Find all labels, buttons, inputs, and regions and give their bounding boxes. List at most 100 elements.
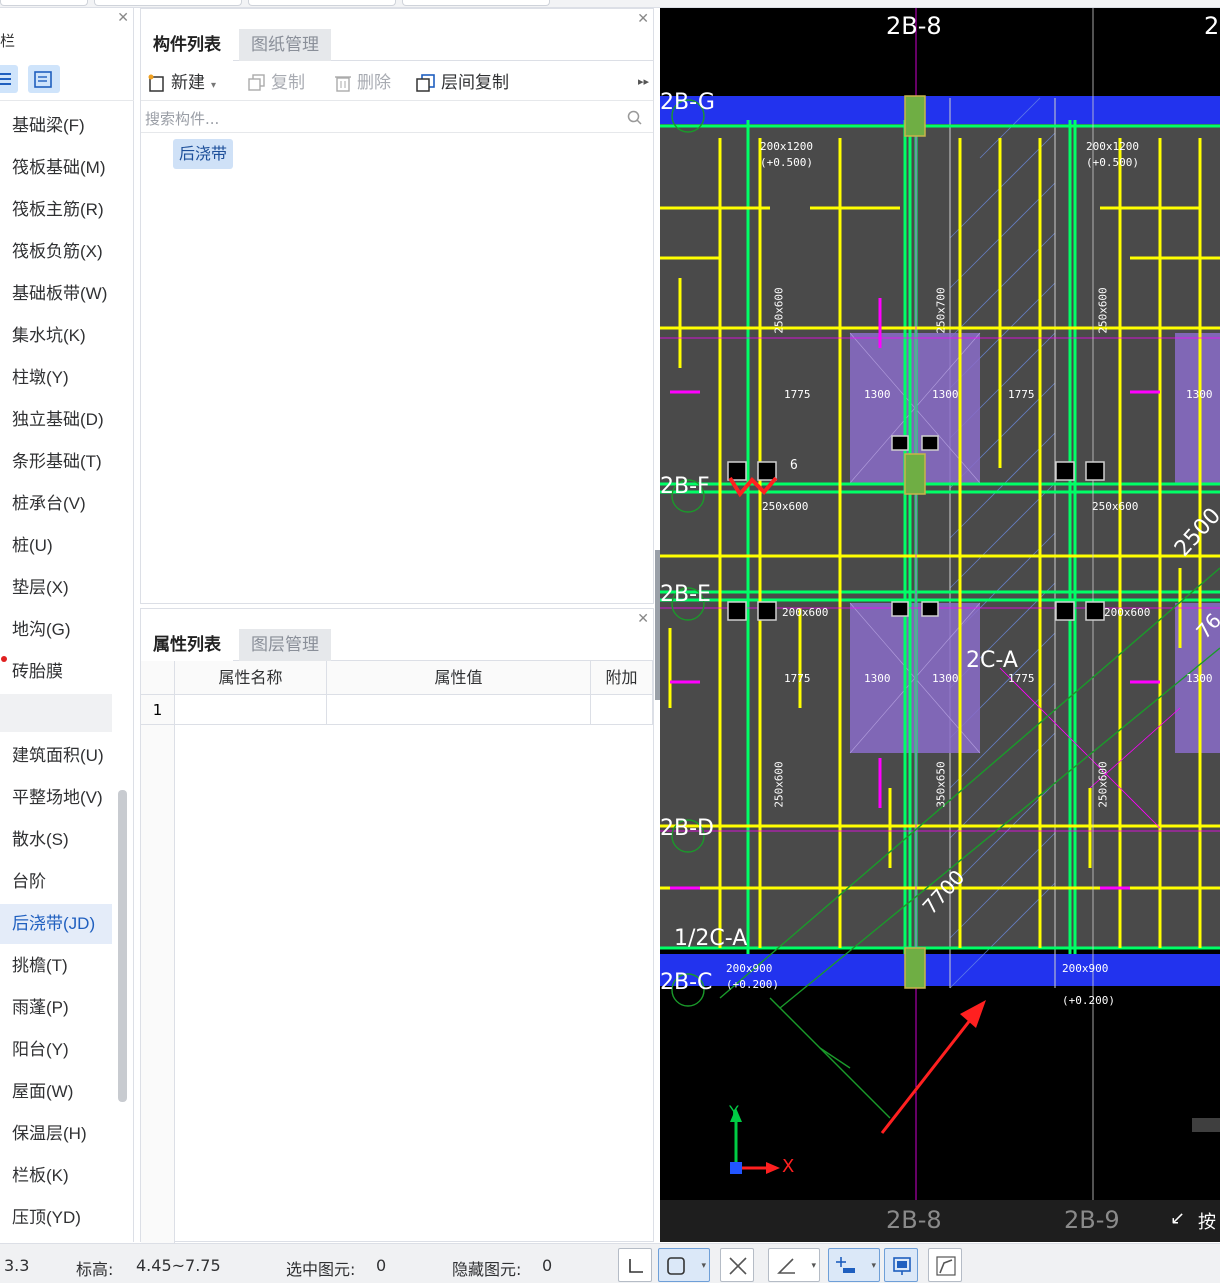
polyline-button[interactable] (928, 1248, 962, 1282)
index-column (141, 725, 175, 1245)
category-group-row[interactable] (0, 694, 112, 732)
elevation-value: 4.45~7.75 (136, 1256, 221, 1275)
close-icon[interactable]: ✕ (637, 611, 649, 627)
element-type-item[interactable]: 建筑面积(U) (12, 746, 104, 765)
copy-button[interactable]: 复制 (247, 69, 305, 97)
tab-property-list[interactable]: 属性列表 (141, 629, 233, 661)
element-type-item[interactable]: 平整场地(V) (12, 788, 103, 807)
component-tabs: 构件列表 图纸管理 (141, 29, 653, 61)
tag-label: 6 (790, 458, 798, 473)
delete-button[interactable]: 删除 (333, 69, 391, 97)
tab-layer-management[interactable]: 图层管理 (239, 629, 331, 661)
cad-drawing-canvas[interactable]: 2B-8 2 2B-G 2B-F 2B-E 2B-D 1/2C-A 2B-C 2… (660, 8, 1220, 1242)
beam-size-label: 200x1200 (1086, 140, 1139, 153)
cad-bottom-bar: 2B-8 2B-9 ↙ 按 (660, 1200, 1220, 1242)
beam-elevation-label: (+0.500) (1086, 156, 1139, 169)
beam-size-label: 200x900 (726, 962, 773, 975)
column-size-label: 250x600 (772, 287, 786, 334)
floor-copy-icon (416, 74, 435, 92)
property-value-cell[interactable] (327, 695, 591, 725)
tree-view-button[interactable] (0, 65, 18, 93)
axis-label-left: 2B-G (660, 90, 715, 115)
element-type-item[interactable]: 雨蓬(P) (12, 998, 69, 1017)
element-type-item[interactable]: 条形基础(T) (12, 452, 102, 471)
search-input[interactable]: 搜索构件... (145, 110, 220, 128)
element-type-item[interactable]: 压顶(YD) (12, 1208, 81, 1227)
element-type-item[interactable]: 砖胎膜 (12, 662, 63, 681)
close-icon[interactable]: ✕ (637, 11, 649, 27)
new-button[interactable]: 新建▾ (147, 69, 216, 97)
top-tab[interactable] (248, 0, 396, 6)
element-type-item[interactable]: 基础梁(F) (12, 116, 85, 135)
selected-label: 选中图元: (286, 1260, 356, 1279)
element-type-item[interactable]: 阳台(Y) (12, 1040, 69, 1059)
axis-label-left: 2B-E (660, 582, 711, 607)
element-type-item[interactable]: 后浇带(JD) (0, 904, 112, 944)
element-type-item[interactable]: 独立基础(D) (12, 410, 104, 429)
cross-button[interactable] (720, 1248, 754, 1282)
detail-view-button[interactable] (28, 65, 60, 93)
component-item[interactable]: 后浇带 (173, 139, 234, 169)
floor-copy-button[interactable]: 层间复制 (415, 69, 509, 97)
element-type-item[interactable]: 散水(S) (12, 830, 69, 849)
element-type-item[interactable]: 筏板主筋(R) (12, 200, 104, 219)
snap-button[interactable]: ▾ (658, 1248, 710, 1282)
beam-size-label: 250x600 (762, 500, 809, 513)
search-icon[interactable] (627, 110, 643, 126)
element-type-item[interactable]: 桩(U) (12, 536, 53, 555)
top-tab[interactable] (402, 0, 550, 6)
tab-component-list[interactable]: 构件列表 (141, 29, 233, 61)
display-button[interactable] (884, 1248, 918, 1282)
property-name-cell[interactable] (175, 695, 327, 725)
column-header: 属性名称 (175, 661, 327, 695)
top-tab[interactable] (0, 0, 88, 6)
axis-label-bottom: 2B-9 (1064, 1206, 1120, 1234)
element-type-item[interactable]: 筏板基础(M) (12, 158, 106, 177)
beam-elevation-label: (+0.500) (760, 156, 813, 169)
chevron-down-icon[interactable]: ▾ (871, 1261, 876, 1271)
angle-button[interactable]: ▾ (768, 1248, 820, 1282)
element-type-item[interactable]: 挑檐(T) (12, 956, 68, 975)
property-extra-cell[interactable] (591, 695, 653, 725)
chevron-down-icon[interactable]: ▾ (811, 1261, 816, 1271)
element-type-item[interactable]: 保温层(H) (12, 1124, 87, 1143)
tab-drawing-management[interactable]: 图纸管理 (239, 29, 331, 61)
element-type-item[interactable]: 台阶 (12, 872, 46, 891)
element-type-item[interactable]: 基础板带(W) (12, 284, 108, 303)
axis-label-top: 2 (1204, 12, 1220, 40)
ortho-button[interactable] (618, 1248, 652, 1282)
more-icon[interactable]: ▸▸ (637, 75, 649, 88)
beam-size-label: 200x900 (1062, 962, 1109, 975)
offset-button[interactable]: ▾ (828, 1248, 880, 1282)
column-size-label: 350x650 (934, 761, 948, 808)
selected-value: 0 (376, 1256, 387, 1275)
copy-icon (248, 74, 265, 91)
dimension-label: 1775 (1008, 672, 1035, 685)
beam-size-label: 250x600 (1092, 500, 1139, 513)
dimension-label: 1300 (864, 672, 891, 685)
panel-splitter[interactable] (655, 550, 660, 700)
chevron-down-icon[interactable]: ▾ (211, 80, 217, 91)
element-type-item[interactable]: 桩承台(V) (12, 494, 86, 513)
component-list-panel: ✕ 构件列表 图纸管理 新建▾ 复制 删除 层间复制 ▸▸ 搜索构件... 后浇… (140, 8, 654, 604)
close-icon[interactable]: ✕ (117, 10, 129, 26)
corner-button[interactable]: 按 (1198, 1212, 1216, 1233)
axis-label-bottom: 2B-8 (886, 1206, 942, 1234)
element-type-item[interactable]: 地沟(G) (12, 620, 71, 639)
search-bar[interactable]: 搜索构件... (141, 103, 653, 133)
axis-label-left: 2B-F (660, 474, 710, 499)
element-type-item[interactable]: 屋面(W) (12, 1082, 74, 1101)
elevation-label: 标高: (76, 1260, 114, 1279)
collapse-icon[interactable]: ↙ (1170, 1208, 1186, 1229)
element-type-item[interactable]: 垫层(X) (12, 578, 69, 597)
top-tab[interactable] (94, 0, 242, 6)
element-type-item[interactable]: 集水坑(K) (12, 326, 86, 345)
property-panel: ✕ 属性列表 图层管理 属性名称 属性值 附加 1 (140, 608, 654, 1245)
chevron-down-icon[interactable]: ▾ (701, 1261, 706, 1271)
element-type-item[interactable]: 筏板负筋(X) (12, 242, 103, 261)
modified-dot (1, 656, 7, 662)
delete-label: 删除 (357, 73, 391, 93)
scrollbar[interactable] (118, 790, 127, 1102)
element-type-item[interactable]: 柱墩(Y) (12, 368, 69, 387)
element-type-item[interactable]: 栏板(K) (12, 1166, 69, 1185)
